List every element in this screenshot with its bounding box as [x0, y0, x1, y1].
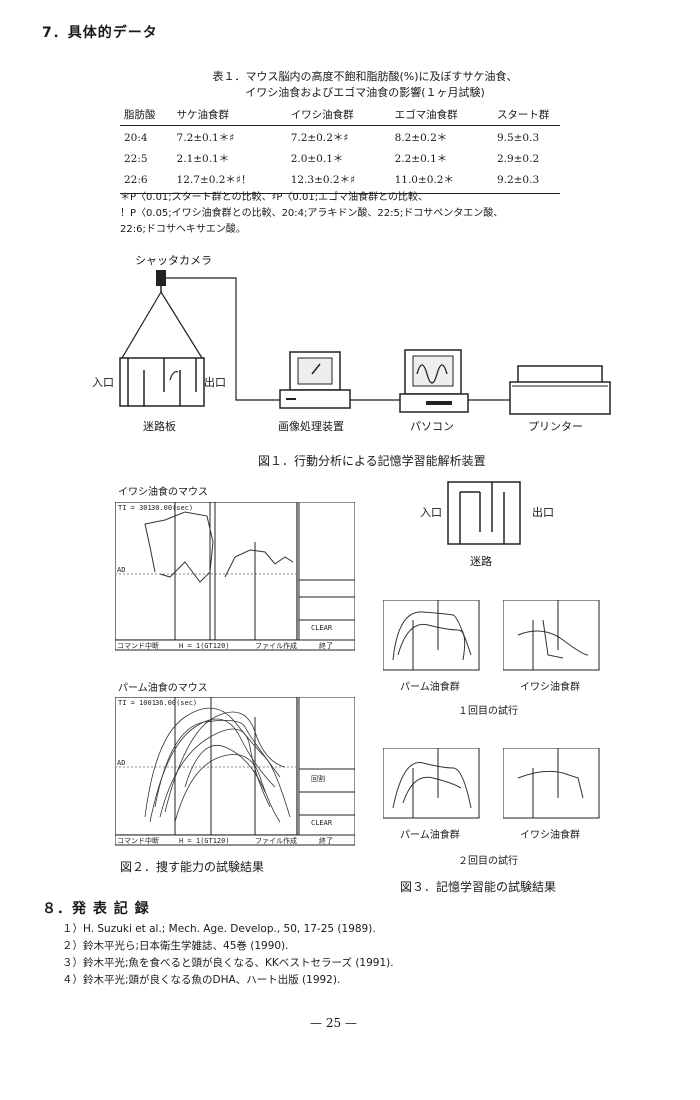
reference-item: ４）鈴木平光;頭が良くなる魚のDHA、ハート出版 (1992). — [62, 974, 341, 986]
table-cell: 9.2±0.3 — [468, 168, 560, 194]
table-1-caption-line1: 表１．マウス脳内の高度不飽和脂肪酸(%)に及ぼすサケ油食、 — [212, 70, 518, 83]
table-cell: 11.0±0.2＊ — [366, 168, 469, 194]
camera-label: シャッタカメラ — [135, 254, 212, 267]
plot-stop: コマンド中断 — [117, 641, 159, 650]
maze-schematic — [447, 481, 521, 545]
footnote-line: 22:6;ドコサヘキサエン酸。 — [120, 224, 246, 235]
apparatus-diagram — [119, 270, 611, 415]
section-7-title: 7．具体的データ — [42, 25, 158, 41]
plot-bottom-right: ファイル作成 — [255, 836, 297, 845]
trial2-label: ２回目の試行 — [458, 856, 518, 867]
plot-stop: コマンド中断 — [117, 836, 159, 845]
plot-side-label: 回割 — [311, 774, 325, 783]
pc-icon — [399, 349, 469, 413]
table-cell: 7.2±0.2＊♯ — [290, 132, 349, 144]
fig3-entrance-label: 入口 — [420, 506, 442, 519]
plot-header-left: TI = 1001 — [118, 699, 156, 707]
plot-bottom-mid: H = 1(GT120) — [179, 837, 230, 845]
plot-header-time: 30.00(sec) — [151, 504, 193, 512]
camera-icon — [156, 270, 166, 286]
table-cell: 2.0±0.1＊ — [290, 153, 344, 165]
plot-axis-left: AD — [117, 566, 125, 574]
table-cell: 22:5 — [124, 152, 148, 165]
reference-item: １）H. Suzuki et al.; Mech. Age. Develop.,… — [62, 923, 376, 935]
entrance-label: 入口 — [92, 376, 114, 389]
plot-finish: 終了 — [319, 641, 333, 650]
pc-label: パソコン — [410, 420, 454, 433]
footnote-line: ！P〈0.05;イワシ油食群との比較、20:4;アラキドン酸、22:5;ドコサペ… — [120, 208, 504, 219]
trial2-palm-plot — [383, 748, 480, 819]
trial1-palm-plot — [383, 600, 480, 671]
trial2-sardine-plot — [503, 748, 600, 819]
table-1-caption-line2: イワシ油食およびエゴマ油食の影響(１ヶ月試験) — [245, 86, 485, 99]
trajectory-plot-bottom: TI = 1001 36.00(sec) AD 回割 CLEAR 終了 コマンド… — [115, 697, 355, 846]
maze-board-icon — [119, 357, 205, 407]
table-footnotes: ＊P〈0.01;スタート群との比較、♯P〈0.01;エゴマ油食群との比較、 ！P… — [120, 190, 580, 238]
reference-item: ３）鈴木平光;魚を食べると頭が良くなる、KKベストセラーズ (1991). — [62, 957, 394, 969]
table-header-cell: 脂肪酸 — [120, 104, 163, 126]
reference-item: ２）鈴木平光ら;日本衛生学雑誌、45巻 (1990). — [62, 940, 289, 952]
section-8-title: ８．発 表 記 録 — [42, 901, 150, 917]
table-cell: 8.2±0.2＊ — [394, 132, 448, 144]
table-cell: 2.9±0.2 — [496, 152, 540, 165]
table-header-cell: サケ油食群 — [162, 104, 263, 126]
table-header-row: 脂肪酸 サケ油食群 イワシ油食群 エゴマ油食群 スタート群 — [120, 104, 560, 126]
table-header-cell: エゴマ油食群 — [366, 104, 469, 126]
trial1-label: １回目の試行 — [458, 706, 518, 717]
figure-2-bottom-title: パーム油食のマウス — [118, 683, 208, 694]
plot-finish: 終了 — [319, 836, 333, 845]
trial1-sardine-label: イワシ油食群 — [520, 682, 580, 693]
page-number: — 25 — — [310, 1016, 357, 1030]
table-cell: 7.2±0.1＊♯ — [176, 132, 235, 144]
trial2-palm-label: パーム油食群 — [400, 830, 460, 841]
table-row: 22:5 2.1±0.1＊ 2.0±0.1＊ 2.2±0.1＊ 2.9±0.2 — [120, 147, 560, 168]
table-cell: 2.1±0.1＊ — [176, 153, 230, 165]
footnote-line: ＊P〈0.01;スタート群との比較、♯P〈0.01;エゴマ油食群との比較、 — [120, 192, 428, 203]
trial1-sardine-plot — [503, 600, 600, 671]
trial1-palm-label: パーム油食群 — [400, 682, 460, 693]
plot-header-time: 36.00(sec) — [155, 699, 197, 707]
table-header-cell: イワシ油食群 — [262, 104, 367, 126]
image-processor-icon — [279, 351, 351, 409]
table-cell: 12.7±0.2＊♯！ — [162, 168, 263, 194]
plot-header-left: TI = 301 — [118, 504, 152, 512]
table-row: 22:6 12.7±0.2＊♯！ 12.3±0.2＊♯ 11.0±0.2＊ 9.… — [120, 168, 560, 194]
table-cell: 9.5±0.3 — [496, 131, 540, 144]
plot-bottom-mid: H = 1(GT120) — [179, 642, 230, 650]
maze-board-label: 迷路板 — [143, 420, 176, 433]
table-cell: 20:4 — [124, 131, 148, 144]
table-cell: 2.2±0.1＊ — [394, 153, 448, 165]
fig3-maze-label: 迷路 — [470, 555, 492, 568]
table-cell: 12.3±0.2＊♯ — [262, 168, 367, 194]
printer-label: プリンター — [528, 420, 583, 433]
figure-2-top-title: イワシ油食のマウス — [118, 487, 208, 498]
table-row: 20:4 7.2±0.1＊♯ 7.2±0.2＊♯ 8.2±0.2＊ 9.5±0.… — [120, 126, 560, 148]
exit-label: 出口 — [204, 376, 226, 389]
image-processor-label: 画像処理装置 — [278, 420, 344, 433]
figure-1-caption: 図１．行動分析による記憶学習能解析装置 — [258, 454, 486, 468]
trajectory-plot-top: TI = 301 30.00(sec) AD CLEAR 終了 コマンド中断 H… — [115, 502, 355, 651]
fatty-acid-table: 脂肪酸 サケ油食群 イワシ油食群 エゴマ油食群 スタート群 20:4 7.2±0… — [120, 104, 560, 194]
figure-3-caption: 図３．記憶学習能の試験結果 — [400, 880, 557, 894]
plot-clear: CLEAR — [311, 624, 333, 632]
printer-icon — [509, 365, 611, 415]
trial2-sardine-label: イワシ油食群 — [520, 830, 580, 841]
plot-clear: CLEAR — [311, 819, 333, 827]
table-header-cell: スタート群 — [468, 104, 560, 126]
figure-2-caption: 図２．捜す能力の試験結果 — [120, 860, 265, 874]
table-cell: 22:6 — [120, 168, 163, 194]
fig3-exit-label: 出口 — [532, 506, 554, 519]
plot-axis-left: AD — [117, 759, 125, 767]
plot-bottom-right: ファイル作成 — [255, 641, 297, 650]
